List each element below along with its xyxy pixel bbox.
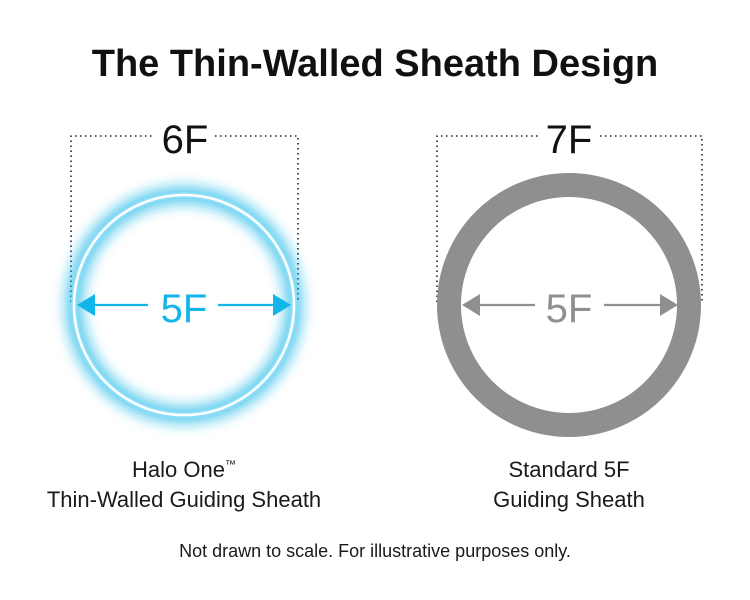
halo-caption-line1: Halo One™ xyxy=(132,457,236,482)
halo-arrowhead-right-icon xyxy=(273,294,291,316)
halo-outer-size-label: 6F xyxy=(162,118,209,162)
halo-outer-dimension-bracket xyxy=(70,135,299,302)
standard-sheath-wall xyxy=(437,173,701,437)
standard-caption-line1: Standard 5F xyxy=(508,457,629,482)
standard-outer-size-label: 7F xyxy=(546,118,593,162)
standard-arrowhead-right-icon xyxy=(660,294,678,316)
halo-inner-size-label: 5F xyxy=(161,287,208,331)
standard-caption-line2: Guiding Sheath xyxy=(493,487,645,512)
standard-inner-size-label: 5F xyxy=(546,287,593,331)
halo-sheath-wall xyxy=(72,193,296,417)
halo-arrowhead-left-icon xyxy=(77,294,95,316)
standard-sheath-group: 7F 5F Standard 5F Guiding Sheath xyxy=(436,118,703,512)
standard-outer-dimension-bracket xyxy=(436,135,703,302)
trademark-symbol: ™ xyxy=(225,459,236,471)
standard-arrowhead-left-icon xyxy=(462,294,480,316)
disclaimer-footnote: Not drawn to scale. For illustrative pur… xyxy=(179,541,571,561)
halo-caption-line2: Thin-Walled Guiding Sheath xyxy=(47,487,321,512)
halo-one-sheath-group: 6F 5F Halo One™ Thin-Walled Guiding Shea… xyxy=(47,118,321,512)
page-title: The Thin-Walled Sheath Design xyxy=(92,43,659,85)
